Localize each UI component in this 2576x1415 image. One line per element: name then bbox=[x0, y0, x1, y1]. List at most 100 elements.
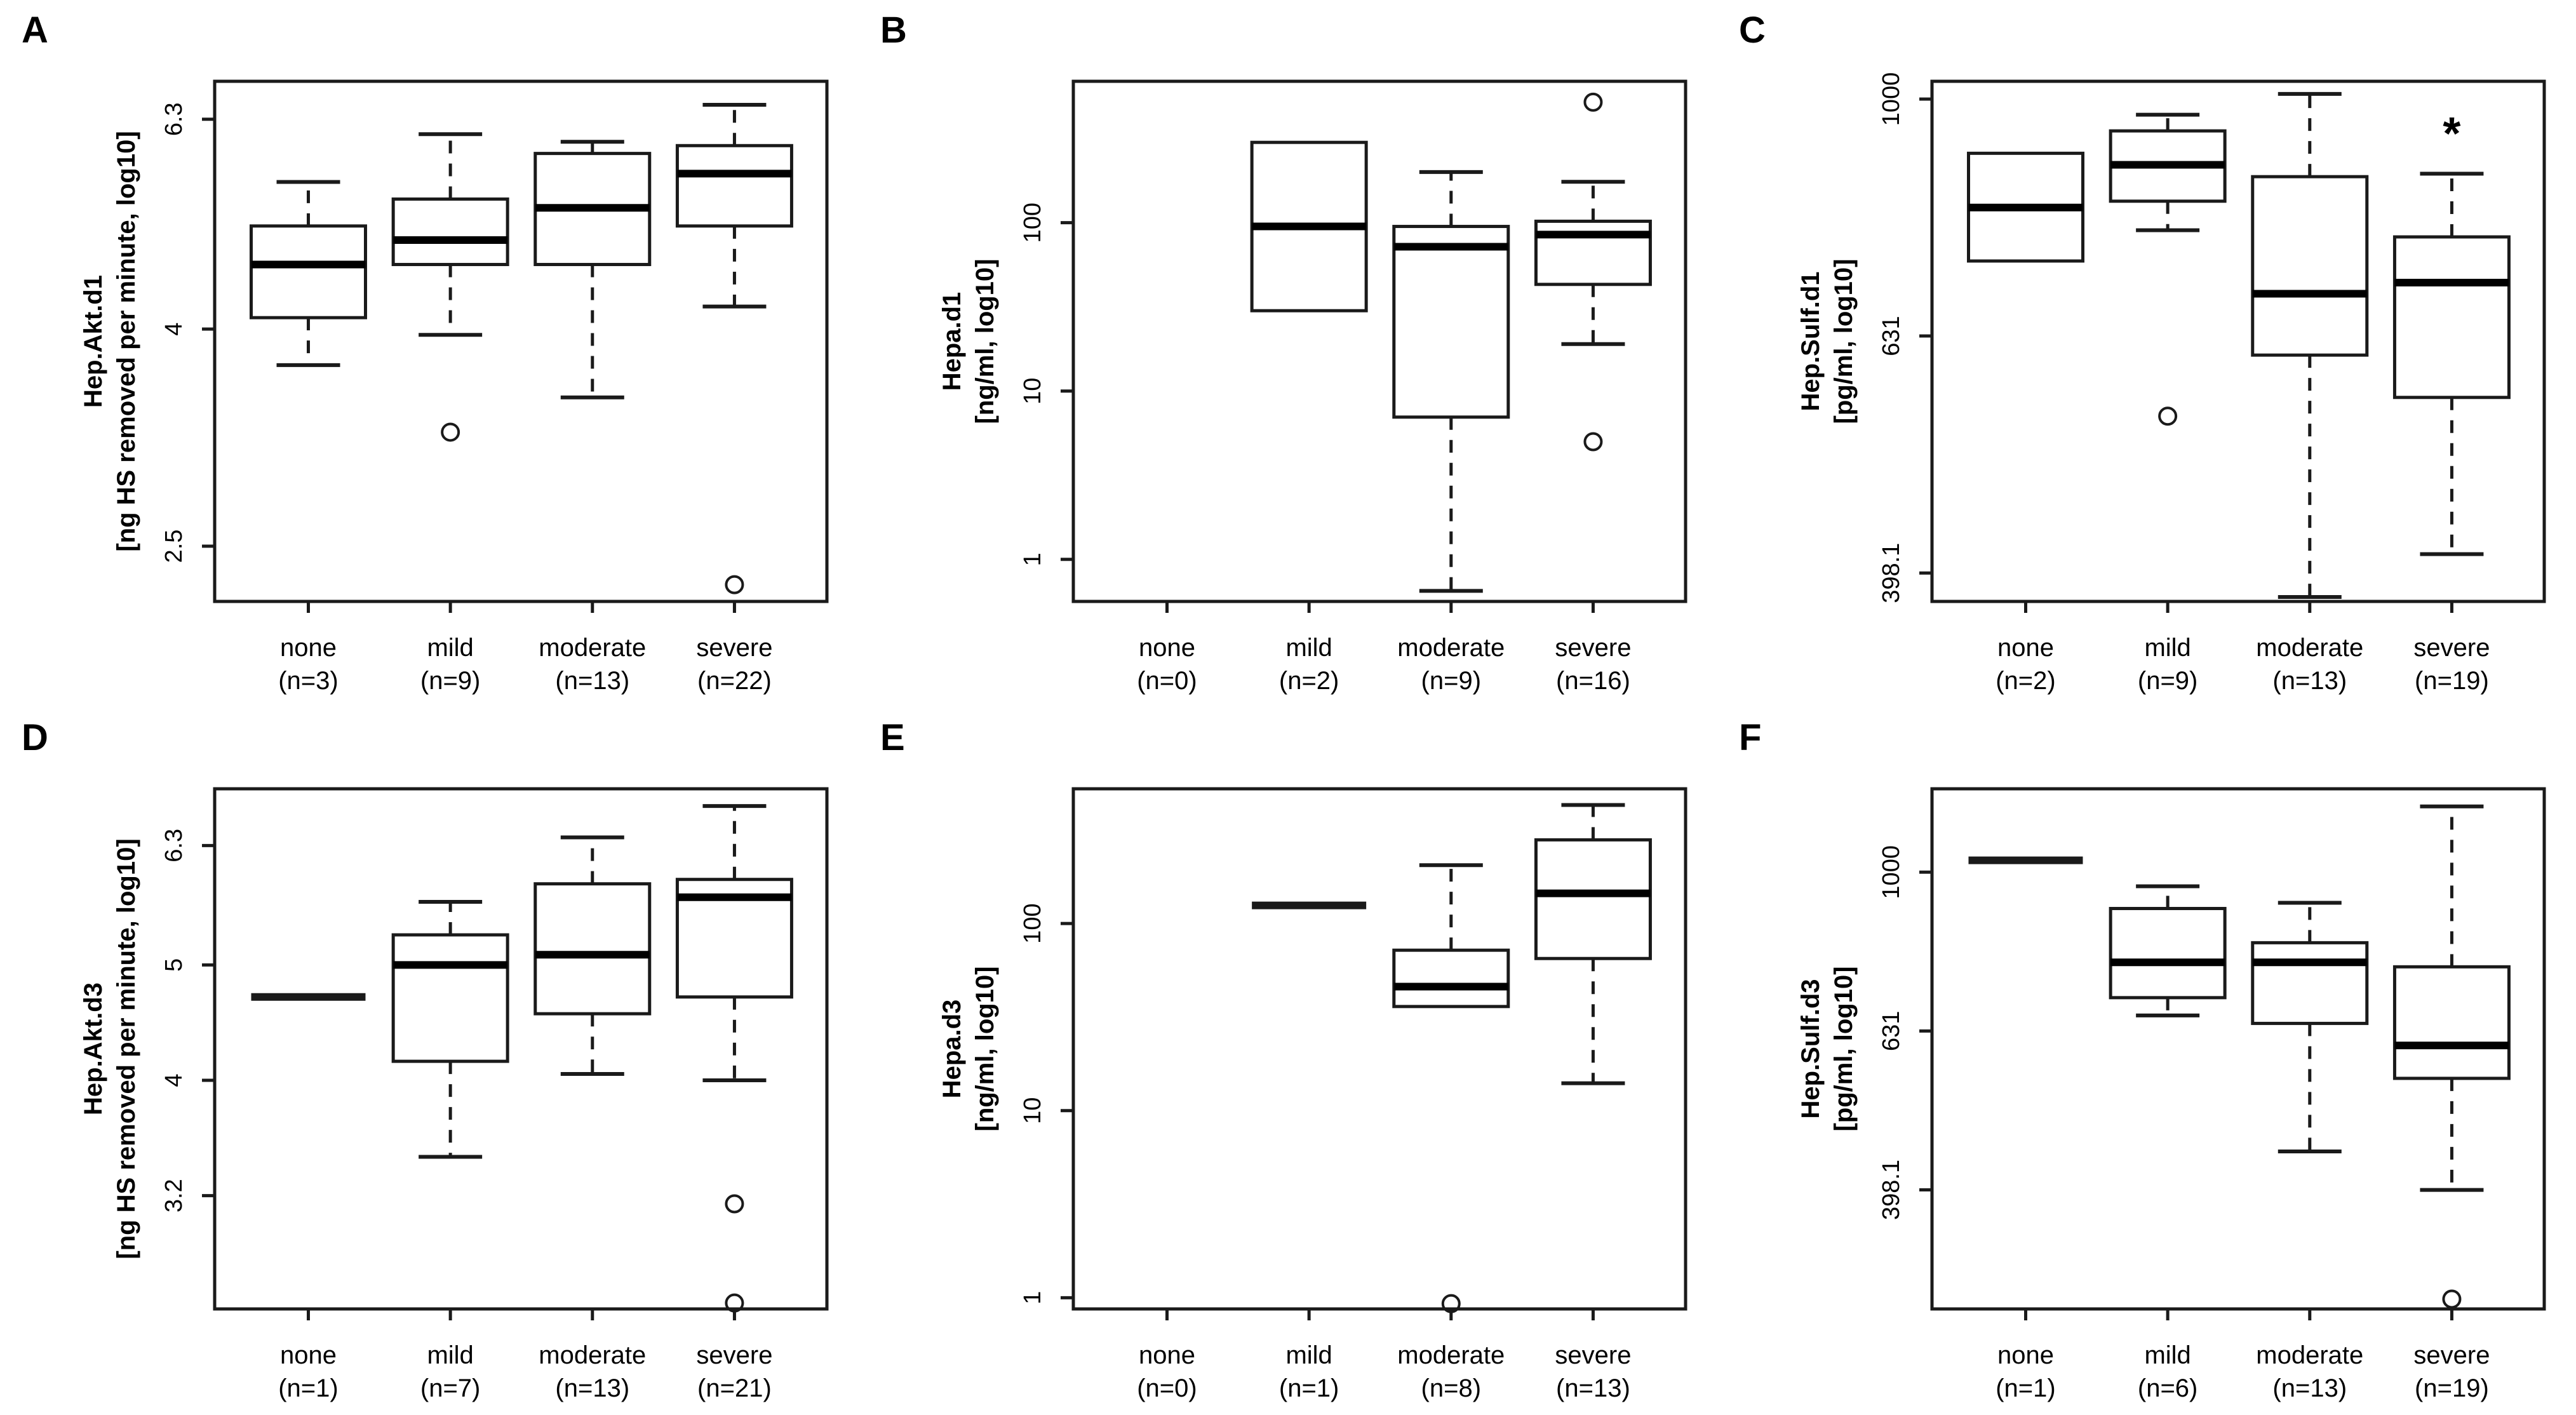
box-moderate bbox=[1392, 225, 1510, 419]
y-tick-label: 398.1 bbox=[1878, 1160, 1905, 1220]
outlier-point bbox=[725, 1293, 744, 1313]
y-tick-label: 398.1 bbox=[1878, 543, 1905, 603]
box-severe bbox=[2392, 965, 2511, 1080]
x-n-label: (n=13) bbox=[2272, 667, 2347, 695]
outlier-point bbox=[1441, 1294, 1461, 1313]
box-moderate bbox=[2251, 941, 2369, 1025]
plot-frame bbox=[1071, 79, 1687, 603]
outlier-point bbox=[2442, 1289, 2462, 1309]
y-tick-label: 1 bbox=[1019, 553, 1046, 566]
plot-frame bbox=[213, 79, 829, 603]
box-mild bbox=[391, 197, 509, 266]
x-n-label: (n=13) bbox=[555, 667, 629, 695]
y-axis-label-line2: [pg/ml, log10] bbox=[1830, 259, 1858, 424]
x-category-label: mild bbox=[427, 1341, 473, 1369]
x-n-label: (n=16) bbox=[1556, 667, 1630, 695]
box-severe bbox=[2392, 235, 2511, 399]
x-category-label: severe bbox=[1555, 634, 1631, 662]
x-category-label: severe bbox=[2413, 634, 2490, 662]
panel-letter-E: E bbox=[880, 717, 905, 758]
y-tick-label: 631 bbox=[1878, 316, 1905, 356]
y-tick-label: 6.3 bbox=[161, 829, 187, 862]
y-tick-label: 6.3 bbox=[161, 102, 187, 136]
y-tick-label: 10 bbox=[1019, 378, 1046, 405]
outlier-point bbox=[725, 1194, 744, 1214]
x-category-label: none bbox=[1139, 1341, 1195, 1369]
plot-frame bbox=[1930, 79, 2546, 603]
x-category-label: severe bbox=[696, 634, 772, 662]
x-n-label: (n=9) bbox=[2138, 667, 2198, 695]
x-category-label: moderate bbox=[1397, 1341, 1505, 1369]
y-tick-label: 4 bbox=[161, 1073, 187, 1087]
x-n-label: (n=3) bbox=[278, 667, 339, 695]
x-category-label: moderate bbox=[2256, 1341, 2363, 1369]
x-n-label: (n=13) bbox=[2272, 1374, 2347, 1402]
panel-letter-C: C bbox=[1739, 10, 1766, 51]
y-tick-label: 3.2 bbox=[161, 1179, 187, 1212]
y-axis-label-line2: [ng HS removed per minute, log10] bbox=[112, 131, 140, 551]
y-axis-label-line2: [ng HS removed per minute, log10] bbox=[112, 838, 140, 1259]
panel-letter-D: D bbox=[22, 717, 48, 758]
plot-frame bbox=[213, 787, 829, 1311]
x-n-label: (n=2) bbox=[1996, 667, 2056, 695]
y-tick-label: 10 bbox=[1019, 1097, 1046, 1124]
x-category-label: mild bbox=[2144, 1341, 2190, 1369]
x-n-label: (n=1) bbox=[1279, 1374, 1339, 1402]
panel-letter-B: B bbox=[880, 10, 907, 51]
x-category-label: mild bbox=[1285, 1341, 1332, 1369]
y-axis-label-line1: Hep.Sulf.d3 bbox=[1797, 979, 1825, 1118]
x-n-label: (n=1) bbox=[278, 1374, 339, 1402]
x-n-label: (n=21) bbox=[697, 1374, 772, 1402]
box-moderate bbox=[2251, 175, 2369, 357]
y-axis-label-line2: [ng/ml, log10] bbox=[971, 259, 999, 424]
y-axis-label-line1: Hepa.d3 bbox=[938, 1000, 966, 1099]
box-severe bbox=[1534, 838, 1652, 960]
y-axis-label-line1: Hepa.d1 bbox=[938, 292, 966, 391]
y-axis-label-line1: Hep.Sulf.d1 bbox=[1797, 271, 1825, 411]
y-tick-label: 631 bbox=[1878, 1011, 1905, 1051]
x-category-label: moderate bbox=[539, 1341, 646, 1369]
y-tick-label: 5 bbox=[161, 958, 187, 972]
y-axis-label-line1: Hep.Akt.d3 bbox=[79, 982, 107, 1115]
plot-frame bbox=[1930, 787, 2546, 1311]
x-n-label: (n=19) bbox=[2415, 667, 2489, 695]
x-category-label: mild bbox=[1285, 634, 1332, 662]
x-n-label: (n=8) bbox=[1421, 1374, 1482, 1402]
box-none bbox=[249, 224, 367, 319]
x-n-label: (n=0) bbox=[1137, 1374, 1197, 1402]
outlier-point bbox=[441, 422, 460, 442]
x-category-label: moderate bbox=[1397, 634, 1505, 662]
x-category-label: severe bbox=[696, 1341, 772, 1369]
plot-frame bbox=[1071, 787, 1687, 1311]
x-n-label: (n=13) bbox=[555, 1374, 629, 1402]
panel-letter-A: A bbox=[22, 10, 48, 51]
x-n-label: (n=1) bbox=[1996, 1374, 2056, 1402]
x-category-label: severe bbox=[1555, 1341, 1631, 1369]
x-n-label: (n=22) bbox=[697, 667, 772, 695]
box-severe bbox=[675, 144, 793, 228]
x-category-label: none bbox=[1997, 634, 2054, 662]
y-tick-label: 2.5 bbox=[161, 530, 187, 563]
x-category-label: none bbox=[280, 1341, 337, 1369]
y-tick-label: 4 bbox=[161, 323, 187, 336]
outlier-point bbox=[1583, 432, 1603, 452]
x-category-label: none bbox=[280, 634, 337, 662]
y-tick-label: 100 bbox=[1019, 903, 1046, 943]
box-moderate bbox=[1392, 948, 1510, 1009]
x-n-label: (n=19) bbox=[2415, 1374, 2489, 1402]
box-severe bbox=[1534, 219, 1652, 286]
x-n-label: (n=6) bbox=[2138, 1374, 2198, 1402]
outlier-point bbox=[1583, 92, 1603, 112]
x-n-label: (n=9) bbox=[420, 667, 481, 695]
